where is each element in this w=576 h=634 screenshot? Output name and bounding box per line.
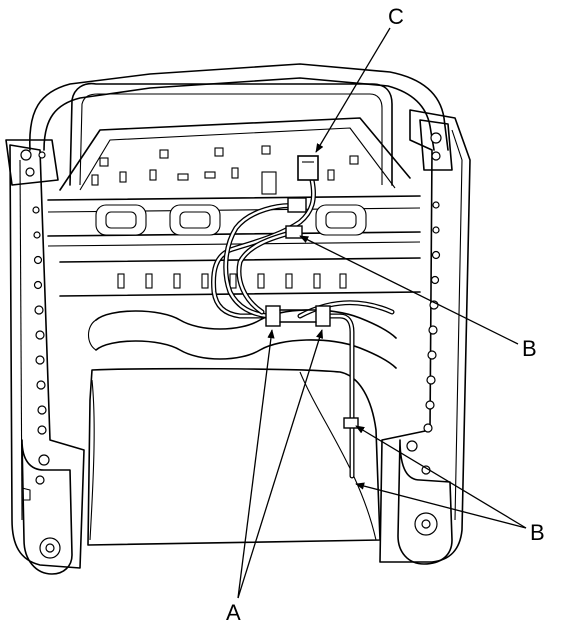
leader-c (315, 27, 391, 153)
callout-a: A (226, 600, 241, 625)
left-side-rail (5, 139, 85, 575)
rear-plate-slots (91, 145, 359, 195)
seat-pan (87, 309, 397, 546)
wiring-harness (211, 155, 395, 479)
callout-leaders (237, 27, 527, 599)
leader-b-upper (299, 235, 519, 345)
callout-b-upper: B (522, 336, 537, 361)
callout-b-lower: B (530, 520, 545, 545)
leader-b-lower-1 (355, 425, 527, 529)
leader-a-2 (237, 329, 324, 599)
right-side-rail (379, 109, 471, 565)
leader-b-lower-2 (355, 482, 527, 529)
callout-labels: C B B A (226, 4, 545, 625)
rail-adjustment-holes (32, 201, 441, 435)
front-cross-member (47, 195, 421, 297)
leader-a-1 (237, 329, 275, 599)
seat-frame-outline (29, 63, 449, 191)
callout-c: C (388, 4, 404, 29)
